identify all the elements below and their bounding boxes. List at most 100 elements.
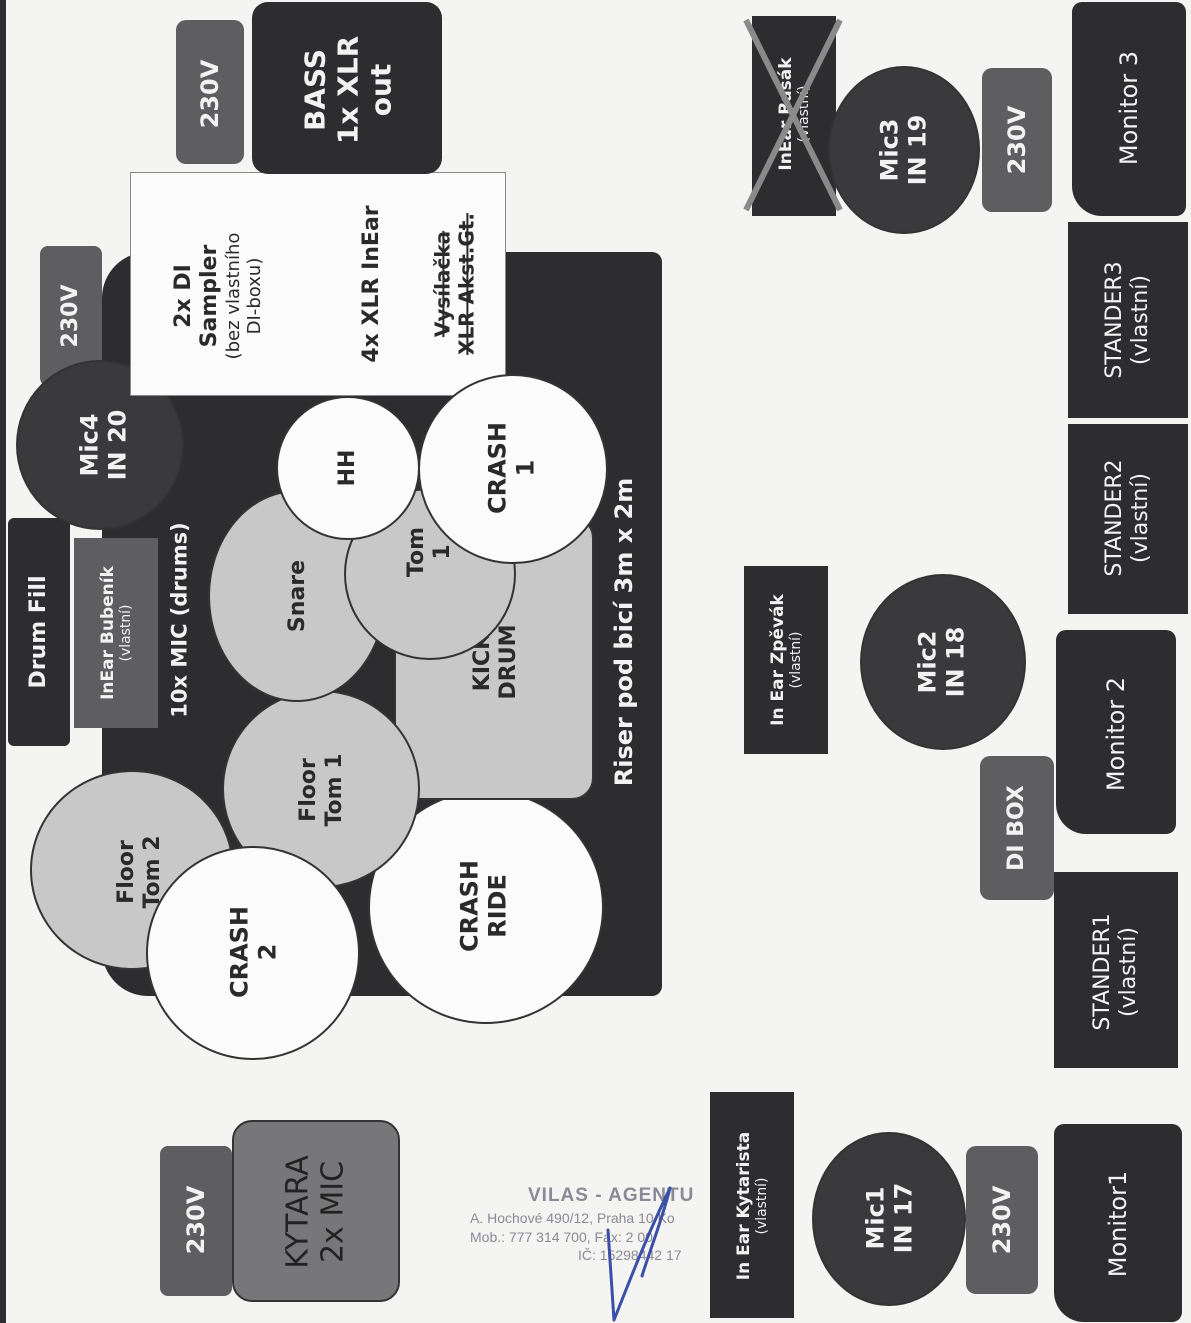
di-box-label: DI BOX [1004, 785, 1030, 871]
crash-2 [146, 846, 360, 1060]
tom-1-line1: Tom [404, 526, 430, 578]
floor-tom-1-label: Floor Tom 1 [296, 753, 348, 826]
power-bass-label: 230V [195, 59, 224, 129]
crossed-out-mark [743, 18, 843, 212]
snare-label: Snare [285, 559, 311, 633]
mic4-label: Mic4 IN 20 [76, 410, 133, 481]
guitar-line1: KYTARA [280, 1155, 316, 1269]
stander-3 [1068, 222, 1188, 418]
inear-drummer-line1: InEar Bubeník [97, 566, 118, 700]
sampler-line2: Sampler [196, 244, 222, 348]
mic2-line1: Mic2 [913, 630, 942, 694]
floor-tom-1-line2: Tom 1 [322, 753, 347, 827]
crash-ride-line2: RIDE [484, 874, 512, 938]
stander-1-line2: (vlastní) [1116, 927, 1141, 1017]
hi-hat-label: HH [335, 449, 361, 487]
stage-edge-line [0, 0, 6, 1323]
stander-3-label: STANDER3 (vlastní) [1102, 261, 1154, 378]
stander-2-line1: STANDER2 [1102, 459, 1128, 577]
power-guitar [160, 1146, 232, 1296]
crash-2-label: CRASH 2 [226, 906, 283, 998]
kick-drum-line2: DRUM [496, 624, 521, 700]
drums-mic-label: 10x MIC (drums) [167, 522, 192, 718]
inear-drummer [74, 538, 158, 728]
crash-ride-line1: CRASH [455, 859, 484, 953]
monitor-2-label: Monitor 2 [1101, 676, 1130, 792]
crash-2-line2: 2 [254, 943, 282, 961]
floor-tom-1-line1: Floor [296, 758, 322, 822]
crash-1-line1: CRASH [483, 421, 512, 515]
stander-1-line1: STANDER1 [1090, 913, 1116, 1031]
crash-1 [418, 374, 608, 564]
power-drums-label: 230V [58, 284, 84, 348]
bass-line1: BASS [298, 48, 332, 132]
crash-ride-label: CRASH RIDE [456, 860, 513, 952]
bass-line2: 1x XLR [331, 35, 365, 145]
bass-amp [252, 2, 442, 174]
drum-fill-label: Drum Fill [26, 575, 52, 689]
guitar-line2: 2x MIC [316, 1160, 351, 1264]
guitar-amp-label: KYTARA 2x MIC [281, 1155, 352, 1269]
sampler-line1: 2x DI [170, 264, 196, 328]
monitor-1-label: Monitor1 [1103, 1170, 1132, 1278]
monitor-2 [1056, 630, 1176, 834]
mic2-label: Mic2 IN 18 [914, 627, 971, 698]
inear-guitarist [710, 1092, 794, 1318]
stander-1-label: STANDER1 (vlastní) [1090, 913, 1142, 1030]
power-guitar-label: 230V [181, 1185, 210, 1255]
mic4-line1: Mic4 [75, 413, 104, 477]
stander-2-label: STANDER2 (vlastní) [1102, 459, 1154, 576]
power-guitarist-label: 230V [987, 1185, 1016, 1255]
mic2 [860, 574, 1026, 750]
inear-singer-label: In Ear Zpěvák (vlastní) [768, 594, 804, 726]
mic1-line1: Mic1 [861, 1186, 890, 1250]
crash-1-line2: 1 [512, 459, 540, 477]
inear-drummer-line2: (vlastní) [117, 604, 134, 662]
stander-3-line2: (vlastní) [1128, 275, 1153, 365]
inear-guitarist-label: In Ear Kytarista (vlastní) [734, 1132, 770, 1280]
sampler-crossed: Vysílačka XLR Akst.Gt. [430, 213, 478, 355]
monitor-3-label: Monitor 3 [1114, 50, 1143, 166]
inear-guitarist-line1: In Ear Kytarista [733, 1131, 754, 1281]
power-bassist [982, 68, 1052, 212]
sampler-inear-line: 4x XLR InEar [359, 205, 385, 363]
sampler-line3: (bez vlastního [222, 232, 244, 360]
inear-singer [744, 566, 828, 754]
stander-2 [1068, 424, 1188, 614]
monitor-3 [1072, 2, 1186, 216]
guitar-amp [232, 1120, 400, 1302]
drum-fill [8, 518, 70, 746]
bass-amp-label: BASS 1x XLR out [298, 36, 397, 144]
floor-tom-2-line1: Floor [114, 840, 140, 904]
power-bass [176, 20, 244, 164]
mic3 [828, 66, 980, 234]
inear-singer-line1: In Ear Zpěvák [767, 594, 788, 726]
mic3-line1: Mic3 [875, 118, 904, 182]
power-bassist-label: 230V [1002, 105, 1031, 175]
mic1 [812, 1132, 966, 1306]
crash-1-label: CRASH 1 [484, 422, 541, 514]
stamp-name: VILAS - AGENTU [528, 1185, 695, 1206]
sampler-box [130, 172, 506, 396]
crash-2-line1: CRASH [225, 905, 254, 999]
signature [606, 1186, 672, 1322]
sampler-line4: DI-boxu) [243, 257, 265, 335]
mic1-label: Mic1 IN 17 [862, 1183, 919, 1254]
inear-guitarist-line2: (vlastní) [753, 1177, 770, 1235]
power-guitarist [966, 1146, 1038, 1294]
stander-3-line1: STANDER3 [1102, 261, 1128, 379]
sampler-line6: Vysílačka [430, 230, 455, 338]
stamp-address: A. Hochové 490/12, Praha 10 Ko [470, 1209, 675, 1226]
mic4 [16, 360, 184, 530]
floor-tom-2-label: Floor Tom 2 [114, 835, 166, 908]
agency-stamp: VILAS - AGENTU A. Hochové 490/12, Praha … [470, 1183, 694, 1265]
di-box [980, 756, 1054, 900]
mic1-line2: IN 17 [890, 1182, 918, 1254]
mic3-line2: IN 19 [904, 114, 932, 186]
inear-singer-line2: (vlastní) [787, 631, 804, 689]
stander-1 [1054, 872, 1178, 1068]
stander-2-line2: (vlastní) [1128, 473, 1153, 563]
mic2-line2: IN 18 [942, 626, 970, 698]
sampler-di-col: 2x DI Sampler (bez vlastního DI-boxu) [171, 233, 265, 360]
stamp-ic: IČ: 15298442 17 [578, 1247, 682, 1264]
